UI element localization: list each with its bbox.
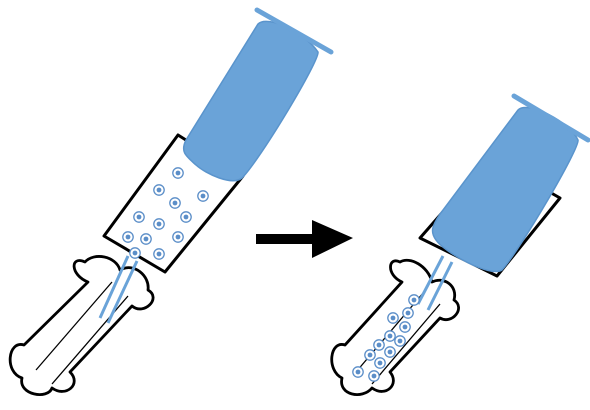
panel-before <box>10 10 331 395</box>
panel-after <box>332 96 588 395</box>
bone-outline-right <box>332 260 459 394</box>
syringe-plunger-right <box>433 96 588 272</box>
bone-outline-left <box>10 256 153 394</box>
syringe-plunger-left <box>184 10 331 181</box>
right-arrow-icon <box>256 220 353 258</box>
